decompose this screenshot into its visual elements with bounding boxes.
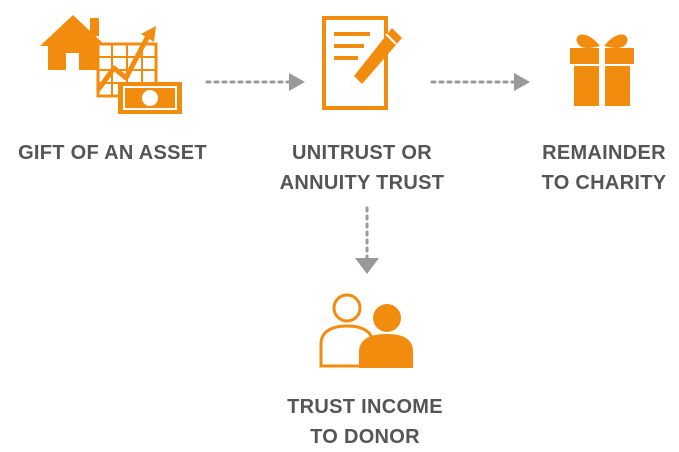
label-line: REMAINDER — [542, 142, 666, 164]
step-trust-income-to-donor-label: TRUST INCOME TO DONOR — [250, 392, 480, 452]
step-remainder-to-charity-label: REMAINDER TO CHARITY — [520, 138, 679, 198]
two-people-icon — [319, 293, 413, 368]
document-with-pencil-icon — [322, 16, 402, 110]
house-and-rising-chart-with-cash-icon — [40, 15, 182, 114]
label-line: TO DONOR — [310, 426, 420, 448]
gift-box-icon — [570, 34, 634, 106]
label-line: TO CHARITY — [541, 172, 667, 194]
dotted-arrow-down — [355, 206, 379, 274]
label-line: TRUST INCOME — [287, 396, 443, 418]
dotted-arrow-right-2 — [430, 73, 530, 91]
label-line: GIFT OF AN ASSET — [18, 142, 207, 164]
step-gift-of-asset-label: GIFT OF AN ASSET — [0, 138, 225, 168]
step-unitrust-or-annuity-trust-label: UNITRUST OR ANNUITY TRUST — [246, 138, 478, 198]
label-line: UNITRUST OR — [292, 142, 432, 164]
dotted-arrow-right-1 — [205, 73, 305, 91]
label-line: ANNUITY TRUST — [279, 172, 445, 194]
